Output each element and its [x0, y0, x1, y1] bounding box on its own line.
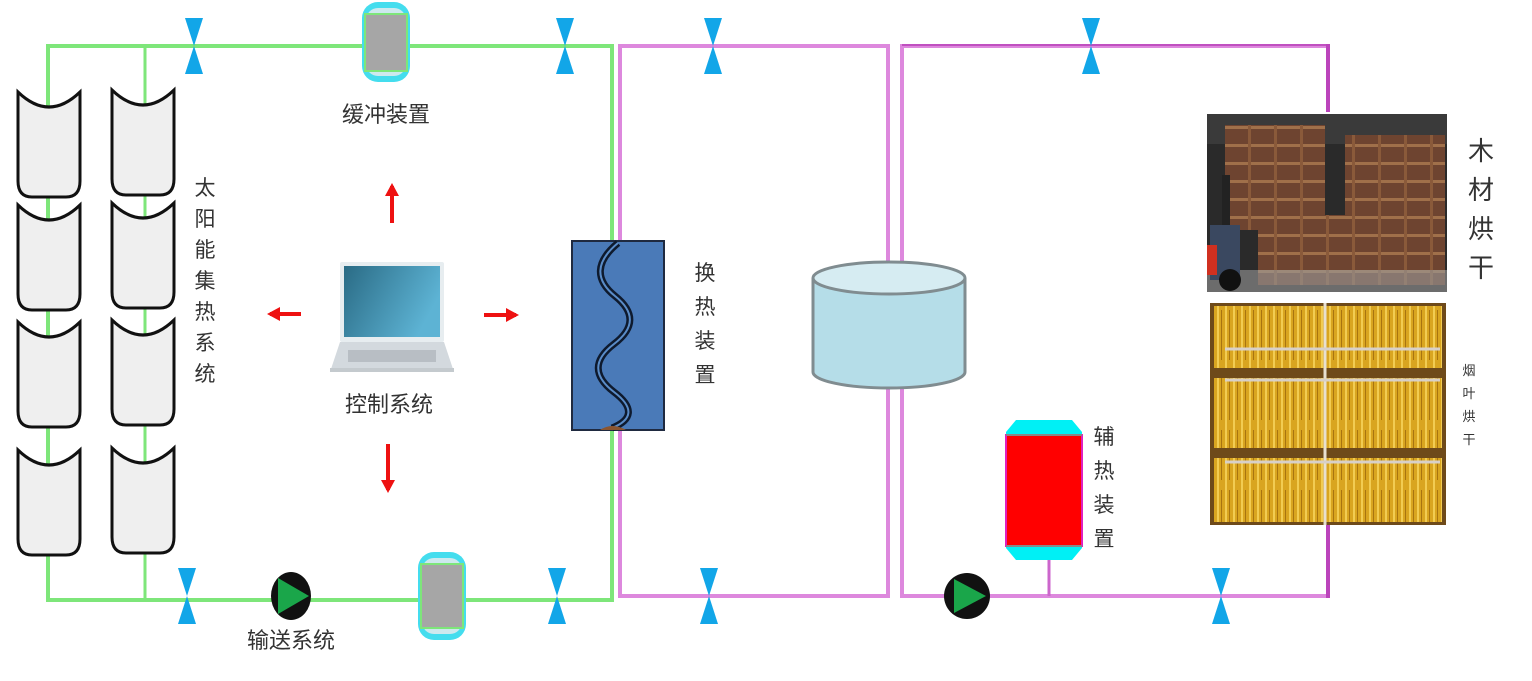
heat-exchange-device-label: 换热装置 [695, 261, 716, 387]
solar-collector-tube-icon [16, 201, 82, 312]
storage-tank-body [811, 278, 967, 390]
label-char: 干 [1462, 433, 1475, 448]
label-char: 烟 [1462, 364, 1475, 379]
solar-collector-tube-icon [110, 199, 176, 310]
label-char: 集 [195, 269, 216, 293]
conveying-system-label: 输送系统 [247, 629, 335, 654]
gate-valve-icon[interactable] [185, 18, 203, 74]
storage-tank-lid [811, 260, 967, 296]
control-system-laptop[interactable] [330, 262, 454, 372]
label-char: 热 [1094, 459, 1115, 483]
gate-valve-icon[interactable] [548, 568, 566, 624]
solar-collector-tube-icon [16, 88, 82, 199]
arrow-left-icon [267, 307, 301, 321]
laptop-screen [344, 266, 440, 337]
valves [178, 18, 1230, 624]
auxiliary-heating-device-label: 辅热装置 [1094, 425, 1115, 551]
label-char: 装 [1094, 493, 1115, 517]
control-arrows [267, 183, 519, 493]
label-char: 热 [695, 295, 716, 319]
tobacco-drying-photo [1210, 303, 1446, 525]
label-char: 辅 [1094, 425, 1115, 449]
label-char: 能 [195, 238, 216, 262]
auxiliary-heater[interactable] [1005, 420, 1083, 560]
gate-valve-icon[interactable] [704, 18, 722, 74]
solar-collector-array [16, 86, 176, 557]
label-char: 统 [195, 362, 216, 386]
label-char: 置 [1094, 527, 1115, 551]
heat-exchanger[interactable] [571, 240, 665, 432]
label-char: 换 [695, 261, 716, 285]
solar-collector-tube-icon [16, 318, 82, 429]
label-char: 太 [195, 176, 216, 200]
label-char: 干 [1468, 254, 1494, 284]
gate-valve-icon[interactable] [700, 568, 718, 624]
label-char: 烘 [1462, 410, 1475, 425]
wood-drying-photo [1207, 114, 1447, 292]
label-char: 系 [195, 331, 216, 355]
tobacco-drying-label: 烟叶烘干 [1462, 364, 1475, 448]
buffer-device-bottom[interactable] [418, 552, 466, 640]
label-char: 材 [1468, 176, 1494, 206]
gate-valve-icon[interactable] [178, 568, 196, 624]
solar-collector-tube-icon [16, 446, 82, 557]
storage-tank[interactable] [811, 260, 967, 390]
label-char: 烘 [1468, 215, 1494, 245]
label-char: 装 [695, 329, 716, 353]
solar-collector-tube-icon [110, 316, 176, 427]
arrow-up-icon [385, 183, 399, 223]
gate-valve-icon[interactable] [556, 18, 574, 74]
arrow-right-icon [484, 308, 519, 322]
label-char: 热 [195, 300, 216, 324]
heat-exchanger-body [571, 240, 665, 431]
label-char: 木 [1468, 137, 1494, 167]
label-char: 叶 [1462, 387, 1475, 402]
control-system-label: 控制系统 [345, 393, 433, 418]
wood-drying-label: 木材烘干 [1468, 137, 1494, 284]
solar-collector-system-label: 太阳能集热系统 [195, 176, 216, 386]
solar-collector-tube-icon [110, 444, 176, 555]
tertiary-pump[interactable] [944, 573, 990, 619]
gate-valve-icon[interactable] [1082, 18, 1100, 74]
label-char: 阳 [195, 207, 216, 231]
arrow-down-icon [381, 444, 395, 493]
buffer-device-top[interactable] [362, 2, 410, 82]
conveying-pump[interactable] [271, 572, 311, 620]
solar-collector-tube-icon [110, 86, 176, 197]
label-char: 置 [695, 363, 716, 387]
buffer-device-label: 缓冲装置 [342, 103, 430, 128]
aux-heater-element [1005, 434, 1083, 547]
gate-valve-icon[interactable] [1212, 568, 1230, 624]
